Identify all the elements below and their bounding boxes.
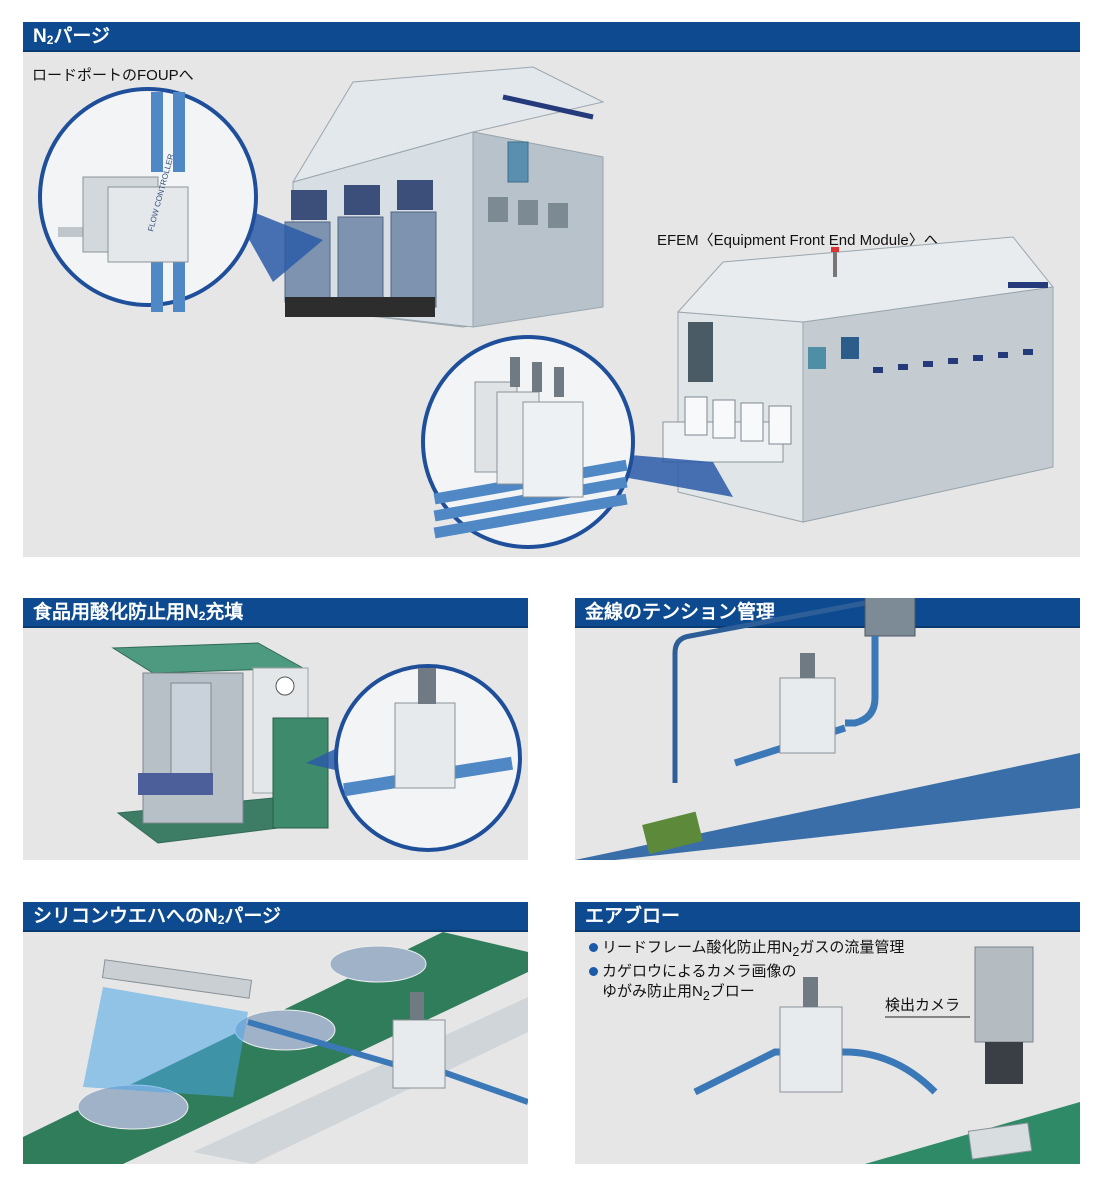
- zoom-circle-efem: [421, 335, 635, 549]
- air-blow-illustration: [693, 946, 1080, 1164]
- wafer-illustration: [23, 932, 528, 1164]
- section-header-gold-wire: 金線のテンション管理: [575, 598, 1080, 628]
- label-foup: ロードポートのFOUPへ: [32, 67, 194, 84]
- n2-purge-illustration: FLOW CONTROLLER: [38, 66, 1054, 549]
- zoom-circle-food: [334, 664, 522, 852]
- panel-food: 食品用酸化防止用N2充填: [23, 598, 528, 860]
- air-blow-bullets: リードフレーム酸化防止用N2ガスの流量管理 カゲロウによるカメラ画像のゆがみ防止…: [589, 938, 904, 1006]
- efem-machine: [662, 236, 1054, 523]
- bullet-item: リードフレーム酸化防止用N2ガスの流量管理: [589, 938, 904, 962]
- filling-machine: [111, 642, 329, 844]
- bullet-dot-icon: [589, 943, 598, 952]
- section-header-food: 食品用酸化防止用N2充填: [23, 598, 528, 628]
- bullet-dot-icon: [589, 967, 598, 976]
- food-illustration: [111, 642, 522, 852]
- panel-gold-wire: 金線のテンション管理: [575, 598, 1080, 860]
- panel-n2-purge: N2パージ ロードポートのFOUPへ EFEM〈Equipment Front …: [23, 22, 1080, 557]
- panel-air-blow: エアブロー リードフレーム酸化防止用N2ガスの流量管理 カゲロウによるカメラ画像…: [575, 902, 1080, 1164]
- label-efem: EFEM〈Equipment Front End Module〉へ: [657, 232, 939, 249]
- zoom-circle-foup: FLOW CONTROLLER: [38, 87, 258, 312]
- label-detection-camera: 検出カメラ: [885, 997, 961, 1014]
- section-header-wafer: シリコンウエハへのN2パージ: [23, 902, 528, 932]
- gold-wire-illustration: [575, 598, 1080, 860]
- bullet-item: カゲロウによるカメラ画像のゆがみ防止用N2ブロー: [589, 962, 904, 1006]
- section-header-air-blow: エアブロー: [575, 902, 1080, 932]
- panel-wafer: シリコンウエハへのN2パージ: [23, 902, 528, 1164]
- section-header-n2-purge: N2パージ: [23, 22, 1080, 52]
